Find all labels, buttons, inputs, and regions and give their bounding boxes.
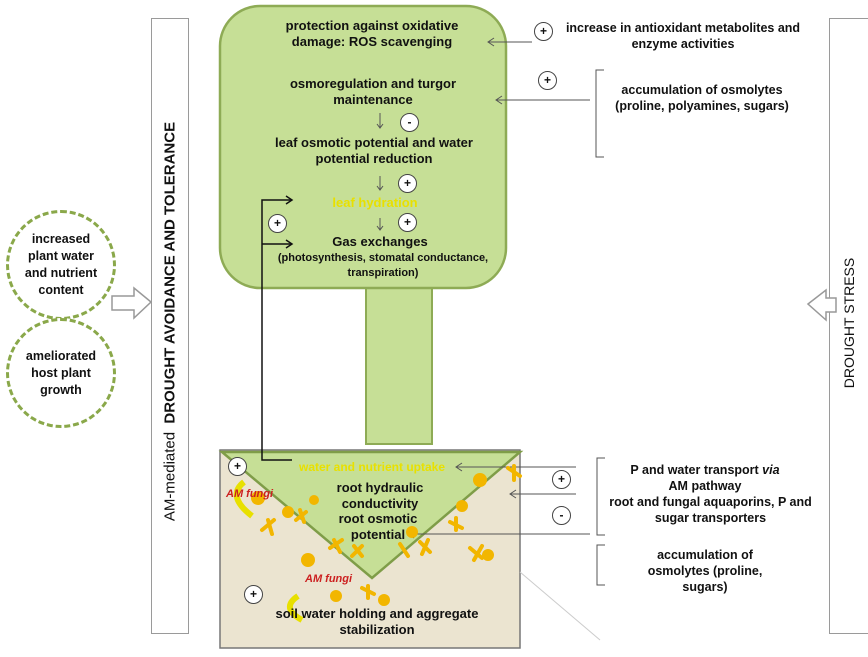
aquaporins-annotation: root and fungal aquaporins, P and sugar … (609, 495, 812, 525)
root-uptake-text: water and nutrient uptake (298, 460, 446, 474)
plus-sign-soil: + (244, 585, 263, 604)
leaf-ros-text: protection against oxidative damage: ROS… (285, 18, 459, 49)
osmolytes-root-annotation: accumulation of osmolytes (proline, suga… (647, 548, 763, 594)
left-panel (151, 18, 189, 634)
plus-sign-osmolytes: + (538, 71, 557, 90)
left-hollow-arrow (111, 286, 153, 320)
plus-sign-potential: + (398, 174, 417, 193)
fungi-curve-bottom (287, 593, 304, 623)
gas-exchange-detail: (photosynthesis, stomatal conductance, t… (277, 252, 489, 279)
plus-sign-antioxidant: + (534, 22, 553, 41)
osmolytes-leaf-annotation: accumulation of osmolytes (proline, poly… (615, 83, 789, 113)
plus-sign-feedback: + (268, 214, 287, 233)
outcome-water-nutrient: increased plant water and nutrient conte… (6, 210, 116, 320)
plus-sign-hydration: + (398, 213, 417, 232)
leaf-hydration-text: leaf hydration (332, 195, 418, 210)
leaf-box (218, 4, 508, 290)
minus-sign-root: - (552, 506, 571, 525)
leaf-osmo-text: osmoregulation and turgor maintenance (289, 76, 457, 107)
right-hollow-arrow (806, 288, 837, 322)
leaf-potential-text: leaf osmotic potential and water potenti… (275, 135, 473, 166)
root-hydraulic-text: root hydraulic conductivity (336, 480, 424, 511)
fungi-curve-top (233, 479, 254, 519)
am-fungi-label-top: AM fungi (226, 488, 274, 500)
minus-sign-leaf: - (400, 113, 419, 132)
gas-exchange-title: Gas exchanges (332, 234, 428, 249)
root-osmotic-text: root osmotic potential (338, 511, 418, 542)
plus-sign-root: + (228, 457, 247, 476)
antioxidant-annotation: increase in antioxidant metabolites and … (565, 21, 801, 51)
plus-sign-aquaporins: + (552, 470, 571, 489)
soil-text: soil water holding and aggregate stabili… (275, 606, 479, 637)
outcome-host-growth: ameliorated host plant growth (6, 318, 116, 428)
diagonal-line (519, 571, 601, 641)
plant-stem (365, 271, 433, 445)
am-fungi-label-bottom: AM fungi (305, 573, 353, 585)
right-panel (829, 18, 868, 634)
root-triangle (218, 450, 524, 580)
